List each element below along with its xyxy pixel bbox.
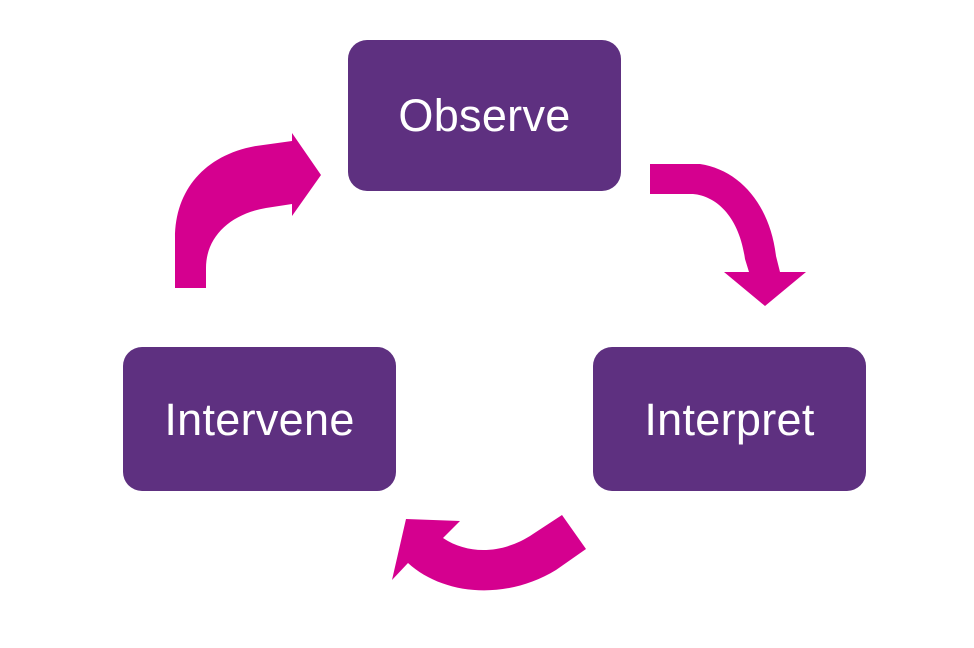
arrow-interpret-to-intervene-icon (392, 515, 586, 591)
node-interpret-label: Interpret (644, 393, 815, 445)
arrow-intervene-to-observe-icon (175, 133, 321, 288)
node-intervene-label: Intervene (164, 393, 355, 445)
arrow-observe-to-interpret-icon (650, 164, 806, 306)
node-observe-label: Observe (398, 90, 571, 141)
node-observe[interactable]: Observe (348, 40, 621, 191)
node-interpret[interactable]: Interpret (593, 347, 866, 491)
node-intervene[interactable]: Intervene (123, 347, 396, 491)
